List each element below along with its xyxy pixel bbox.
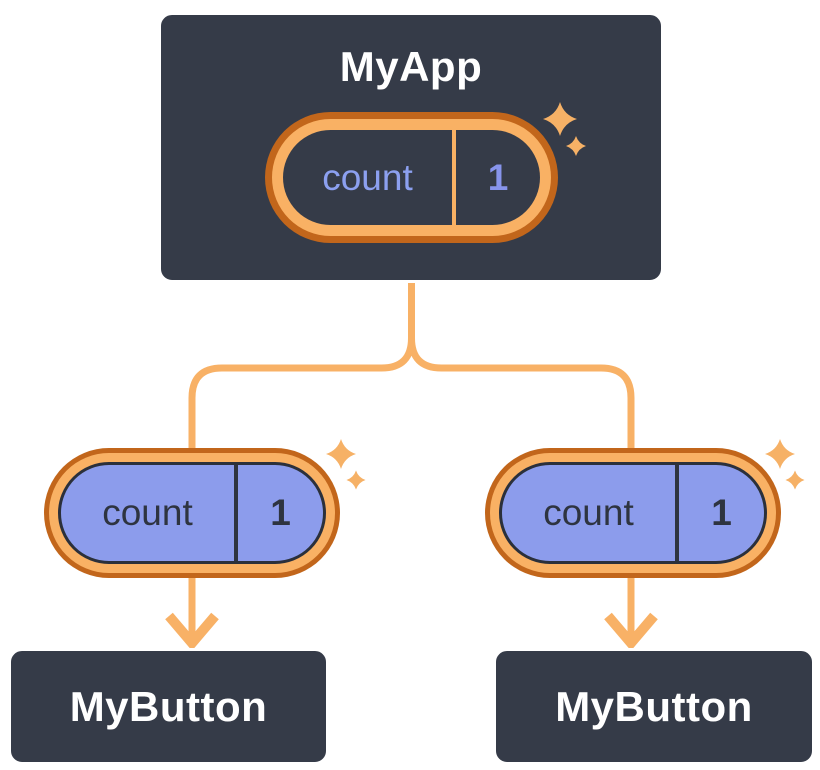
child-component-box-right: MyButton (493, 648, 815, 765)
prop-value-label-left: 1 (270, 492, 291, 533)
child-component-box-left: MyButton (8, 648, 329, 765)
state-key-label: count (322, 156, 413, 198)
state-pill-core: count 1 (283, 130, 540, 225)
sparkle-small-left (346, 470, 366, 490)
prop-pill-divider-left (234, 465, 238, 561)
prop-key-label-right: count (543, 492, 634, 533)
prop-pill-left: count 1 (44, 448, 340, 578)
root-component-title: MyApp (339, 43, 483, 90)
prop-pill-core-right: count 1 (499, 462, 767, 564)
child-component-title-right: MyButton (555, 682, 753, 730)
prop-pill-ring-left: count 1 (49, 453, 335, 573)
prop-pill-divider-right (675, 465, 679, 561)
sparkle-big-left (326, 439, 356, 469)
root-state-pill: count 1 (265, 112, 558, 243)
prop-value-label-right: 1 (711, 492, 732, 533)
prop-pill-core-left: count 1 (58, 462, 326, 564)
child-component-title-left: MyButton (69, 682, 268, 730)
sparkle-big-root (543, 102, 577, 136)
state-pill-ring: count 1 (272, 119, 551, 236)
arrow-down-icon-left (165, 612, 219, 651)
arrow-down-icon-right (604, 612, 658, 651)
sparkle-icon-root (543, 102, 586, 156)
sparkle-small-right (785, 470, 805, 490)
prop-pill-right: count 1 (485, 448, 781, 578)
sparkle-small-root (566, 136, 586, 156)
prop-key-label-left: count (102, 492, 193, 533)
sparkle-icon-right (765, 439, 805, 490)
sparkle-big-right (765, 439, 795, 469)
state-pill-divider (452, 130, 456, 225)
sparkle-icon-left (326, 439, 366, 490)
connector-right-branch (408, 282, 635, 448)
prop-pill-ring-right: count 1 (490, 453, 776, 573)
state-value-label: 1 (487, 156, 509, 198)
